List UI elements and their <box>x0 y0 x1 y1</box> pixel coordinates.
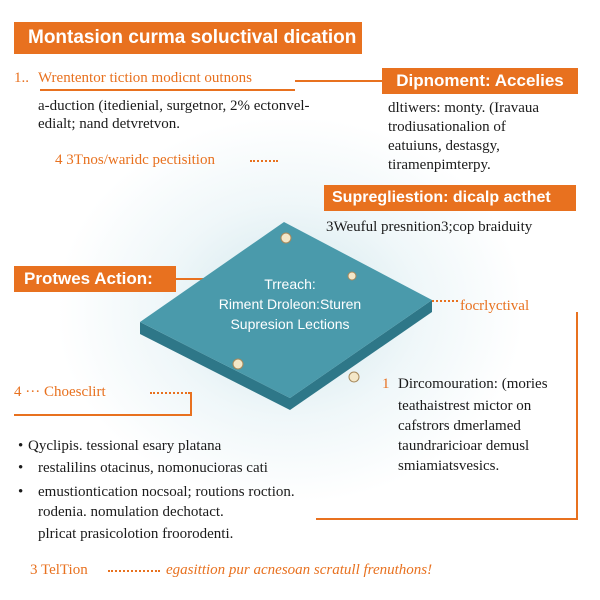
footer-text: egasittion pur acnesoan scratull frenuth… <box>166 562 433 578</box>
left-top-heading: Wrententor tiction modicnt outnons <box>38 70 252 86</box>
left-top-connector <box>295 80 383 82</box>
left-bullet-5: plricat prasicolotion froorodenti. <box>38 526 234 542</box>
left-top-underline <box>40 89 295 91</box>
left-bullet-dot-3: • <box>18 484 24 500</box>
left-bullet-dot-2: • <box>18 460 24 476</box>
diamond-dot-right <box>347 271 357 281</box>
right-top-line-1: dltiwers: monty. (Iravaua <box>388 100 540 116</box>
footer-dotted-line <box>108 570 160 572</box>
diamond-side <box>140 322 290 410</box>
left-bullet-dot-1: • <box>18 438 24 454</box>
left-mid-label: 4 3Tnos/waridc pectisition <box>55 152 215 168</box>
center-text-line-2: Riment Droleon:Sturen <box>218 296 362 312</box>
left-action-bar: Protwes Action: <box>14 266 176 292</box>
left-bullet-4: rodenia. nomulation dechotact. <box>38 504 224 520</box>
left-bottom-dotted-line <box>150 392 190 394</box>
right-mid-heading-bar: Supregliestion: dicalp acthet <box>324 185 576 211</box>
right-top-heading: Dipnoment: Accelies <box>396 71 564 90</box>
left-bullet-1: Qyclipis. tessional esary platana <box>28 438 222 454</box>
right-label-dotted-line <box>432 300 458 302</box>
right-mid-heading: Supregliestion: dicalp acthet <box>332 189 551 206</box>
right-bottom-line-5: smiamiatsvesics. <box>398 458 500 474</box>
right-vertical-connector <box>576 312 578 520</box>
left-bullet-2: restalilins otacinus, nomonucioras cati <box>38 460 268 476</box>
left-bottom-underline <box>14 414 192 416</box>
left-bullet-3: emustiontication nocsoal; routions rocti… <box>38 484 295 500</box>
center-text-line-1: Trreach: <box>264 276 316 292</box>
center-diamond <box>140 222 432 398</box>
page-title: Montasion curma soluctival dication <box>28 27 357 48</box>
left-mid-dotted-line <box>250 160 278 162</box>
left-bottom-label: 4 ··· Choesclirt <box>14 384 106 400</box>
right-top-heading-bar: Dipnoment: Accelies <box>382 68 578 94</box>
left-top-marker: 1.. <box>14 70 29 86</box>
left-action-connector <box>176 278 216 280</box>
left-action-label: Protwes Action: <box>24 269 153 288</box>
left-top-line-1: a-duction (itedienial, surgetnor, 2% ect… <box>38 98 310 114</box>
left-bottom-vertical-connector <box>190 392 192 414</box>
diamond-dot-top <box>280 232 292 244</box>
bottom-horizontal-connector <box>316 518 578 520</box>
right-top-line-2: trodiusationalion of <box>388 119 506 135</box>
right-label: focrlyctival <box>460 298 530 314</box>
right-bottom-marker: 1 <box>382 376 390 392</box>
right-bottom-line-4: taundraricioar demusl <box>398 438 530 454</box>
diamond-side-right <box>290 300 432 410</box>
diamond-dot-bottom <box>232 358 244 370</box>
right-top-line-4: tiramenpimterpy. <box>388 157 491 173</box>
right-mid-line: 3Weuful presnition3;cop braiduity <box>326 219 533 235</box>
right-bottom-line-3: cafstrors dmerlamed <box>398 418 521 434</box>
center-text-line-3: Supresion Lections <box>230 316 350 332</box>
footer-marker: 3 TelTion <box>30 562 88 578</box>
right-top-line-3: eatuiuns, destasgy, <box>388 138 500 154</box>
left-top-line-2: edialt; nand detvretvon. <box>38 116 181 132</box>
right-bottom-line-2: teathaistrest mictor on <box>398 398 532 414</box>
title-bar: Montasion curma soluctival dication <box>14 22 362 54</box>
diamond-dot-lower <box>348 371 360 383</box>
right-bottom-line-1: Dircomouration: (mories <box>398 376 548 392</box>
